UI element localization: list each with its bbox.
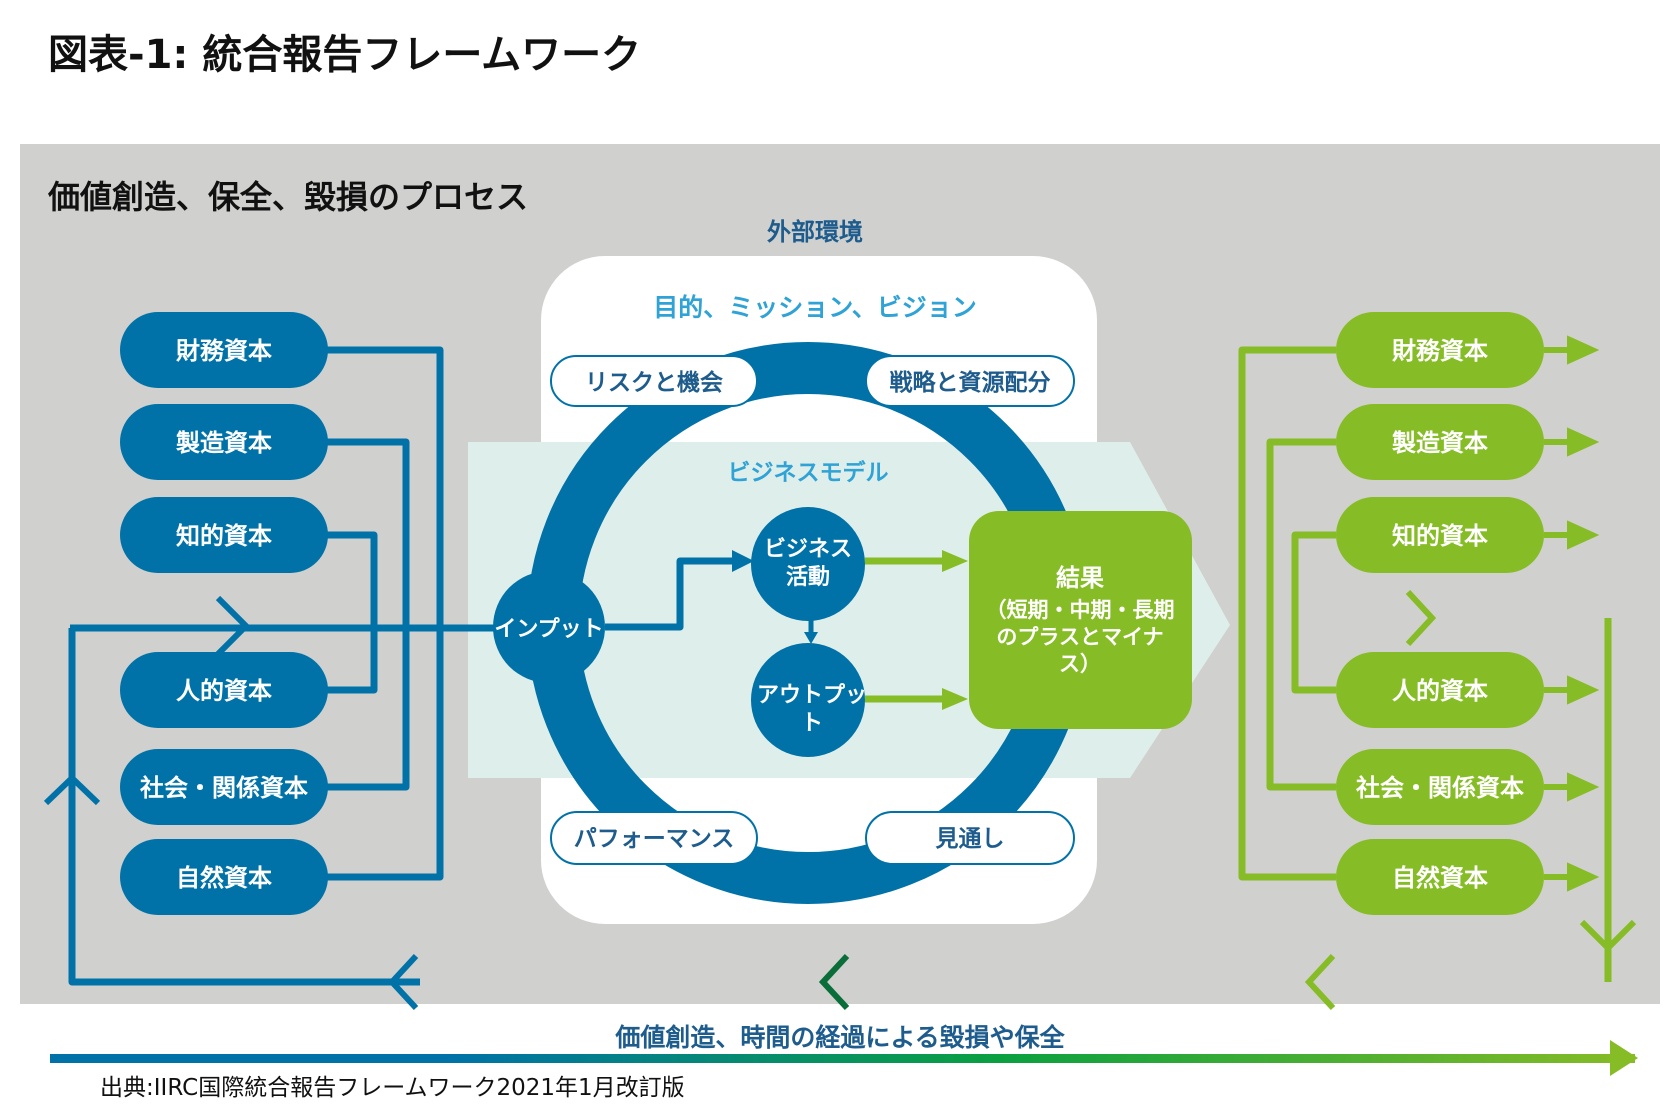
input-node-label: インプット [494, 617, 603, 642]
input-capital-0: 財務資本 [120, 312, 328, 388]
svg-text:リスクと機会: リスクと機会 [585, 369, 723, 396]
capital-label: 製造資本 [176, 429, 272, 457]
capital-arrowhead [1567, 520, 1600, 550]
flow-chevron-right-green [1405, 589, 1437, 647]
timeline-label: 価値創造、時間の経過による毀損や保全 [614, 1023, 1065, 1052]
flow-chevron-down [1579, 919, 1637, 953]
output-label-1: アウトプッ [757, 683, 867, 708]
capital-pill [120, 312, 328, 388]
outcome-label-3: のプラスとマイナ [996, 625, 1163, 649]
capital-label: 人的資本 [176, 677, 272, 705]
capital-label: 財務資本 [1392, 337, 1488, 365]
input-capital-1: 製造資本 [120, 404, 328, 480]
output-capital-connectors [1238, 346, 1336, 881]
output-label-2: ト [801, 711, 823, 736]
return-chevron-2 [818, 953, 850, 1011]
input-capital-connectors [320, 346, 444, 881]
outcome-label-2: （短期・中期・長期 [986, 598, 1175, 622]
capital-pill [120, 749, 328, 825]
pill-performance: パフォーマンス [550, 811, 758, 865]
capital-pill [1336, 652, 1544, 728]
pill-outlook: 見通し [865, 811, 1075, 865]
figure-title: 図表-1: 統合報告フレームワーク [48, 32, 642, 78]
capital-pill [1336, 312, 1544, 388]
external-environment-label: 外部環境 [767, 218, 863, 246]
output-capital-4: 社会・関係資本 [1336, 749, 1544, 825]
input-capital-5: 自然資本 [120, 839, 328, 915]
input-capital-4: 社会・関係資本 [120, 749, 328, 825]
input-to-activity-arrow [605, 557, 740, 631]
capital-label: 社会・関係資本 [140, 774, 308, 802]
svg-text:見通し: 見通し [936, 826, 1005, 852]
svg-text:戦略と資源配分: 戦略と資源配分 [890, 369, 1051, 396]
output-capital-arrows [1544, 335, 1600, 892]
capital-label: 財務資本 [176, 337, 272, 365]
capital-pill [1336, 749, 1544, 825]
output-node [751, 643, 865, 757]
capital-label: 自然資本 [1392, 864, 1488, 892]
capital-pill [1336, 497, 1544, 573]
business-activity-node [751, 507, 865, 621]
capital-arrowhead [1567, 335, 1600, 365]
input-node [493, 571, 605, 683]
input-capital-2: 知的資本 [120, 497, 328, 573]
timeline-arrowhead [1610, 1040, 1638, 1076]
flow-chevron-right [215, 595, 251, 657]
capital-pill [120, 404, 328, 480]
arrowhead [804, 632, 818, 644]
output-capital-5: 自然資本 [1336, 839, 1544, 915]
output-capital-1: 製造資本 [1336, 404, 1544, 480]
business-model-label: ビジネスモデル [728, 459, 889, 486]
capital-pill [1336, 839, 1544, 915]
capital-label: 人的資本 [1392, 677, 1488, 705]
capital-pill [1336, 404, 1544, 480]
capital-pill [120, 839, 328, 915]
pill-risks-opportunities: リスクと機会 [550, 355, 758, 407]
timeline-bar [50, 1054, 1635, 1063]
arrowhead [942, 688, 968, 710]
output-capital-2: 知的資本 [1336, 497, 1544, 573]
panel-title: 価値創造、保全、毀損のプロセス [47, 178, 528, 216]
arrowhead [942, 550, 968, 572]
feedback-loop-left [68, 628, 420, 986]
output-capital-0: 財務資本 [1336, 312, 1544, 388]
capital-pill [120, 497, 328, 573]
svg-text:パフォーマンス: パフォーマンス [574, 826, 735, 852]
outcome-label-1: 結果 [1056, 564, 1104, 592]
business-activity-label-1: ビジネス [764, 537, 852, 562]
outcome-box [969, 511, 1192, 729]
capital-pill [120, 652, 328, 728]
source-note: 出典:IIRC国際統合報告フレームワーク2021年1月改訂版 [100, 1075, 685, 1101]
capital-label: 知的資本 [1392, 522, 1488, 550]
capital-label: 知的資本 [176, 522, 272, 550]
capital-arrowhead [1567, 675, 1600, 705]
outcome-label-4: ス） [1059, 652, 1101, 676]
flow-chevron-up [43, 773, 101, 806]
business-activity-label-2: 活動 [786, 565, 830, 590]
capital-arrowhead [1567, 772, 1600, 802]
capital-label: 自然資本 [176, 864, 272, 892]
return-chevron-1 [387, 953, 419, 1011]
output-capital-3: 人的資本 [1336, 652, 1544, 728]
capital-arrowhead [1567, 862, 1600, 892]
pill-strategy-resource-allocation: 戦略と資源配分 [865, 355, 1075, 407]
capital-label: 社会・関係資本 [1356, 774, 1524, 802]
input-capital-3: 人的資本 [120, 652, 328, 728]
purpose-mission-vision-label: 目的、ミッション、ビジョン [653, 293, 977, 322]
capital-label: 製造資本 [1392, 429, 1488, 457]
arrowhead [732, 550, 754, 572]
capital-arrowhead [1567, 427, 1600, 457]
return-chevron-3 [1304, 953, 1336, 1011]
